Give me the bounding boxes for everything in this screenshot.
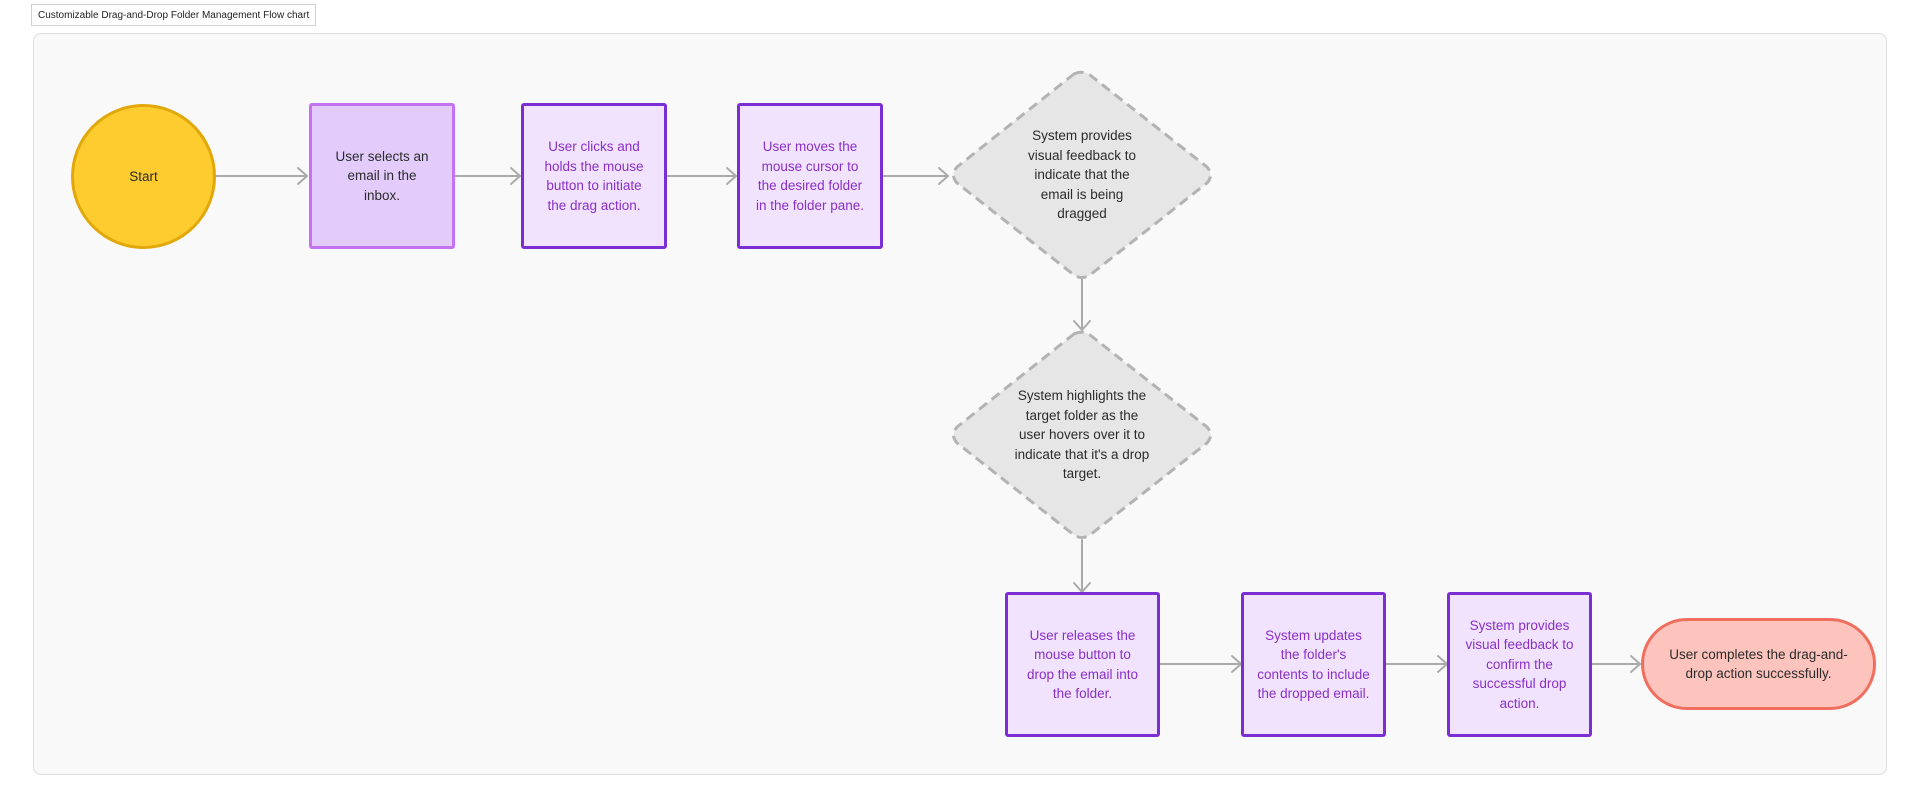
decision-highlight-label: System highlights the target folder as t… xyxy=(1014,388,1150,482)
step-select-email-label: User selects an email in the inbox. xyxy=(335,148,429,203)
end-label: User completes the drag-and-drop action … xyxy=(1669,646,1848,682)
decision-feedback-text: System provides visual feedback to indic… xyxy=(1022,105,1142,245)
decision-feedback-shape xyxy=(952,70,1212,279)
diagram-title: Customizable Drag-and-Drop Folder Manage… xyxy=(31,4,317,26)
decision-highlight-target[interactable]: System highlights the target folder as t… xyxy=(948,330,1216,540)
step-release-button-label: User releases the mouse button to drop t… xyxy=(1026,627,1139,702)
decision-feedback-dragged[interactable]: System provides visual feedback to indic… xyxy=(948,70,1216,280)
step-move-cursor-label: User moves the mouse cursor to the desir… xyxy=(755,139,865,213)
step-click-hold[interactable]: User clicks and holds the mouse button t… xyxy=(521,103,667,249)
step-move-cursor[interactable]: User moves the mouse cursor to the desir… xyxy=(737,103,883,249)
step-release-button[interactable]: User releases the mouse button to drop t… xyxy=(1005,592,1160,737)
step-update-contents-label: System updates the folder's contents to … xyxy=(1257,627,1370,702)
step-select-email[interactable]: User selects an email in the inbox. xyxy=(309,103,455,249)
step-update-contents[interactable]: System updates the folder's contents to … xyxy=(1241,592,1386,737)
start-label: Start xyxy=(129,168,158,184)
decision-highlight-text: System highlights the target folder as t… xyxy=(1014,365,1150,505)
step-confirm-drop-label: System provides visual feedback to confi… xyxy=(1465,617,1574,711)
step-click-hold-label: User clicks and holds the mouse button t… xyxy=(544,139,644,213)
start-node[interactable]: Start xyxy=(71,104,216,249)
decision-highlight-shape xyxy=(952,330,1212,539)
step-confirm-drop[interactable]: System provides visual feedback to confi… xyxy=(1447,592,1592,737)
decision-feedback-label: System provides visual feedback to indic… xyxy=(1027,128,1137,222)
end-node[interactable]: User completes the drag-and-drop action … xyxy=(1641,618,1876,710)
